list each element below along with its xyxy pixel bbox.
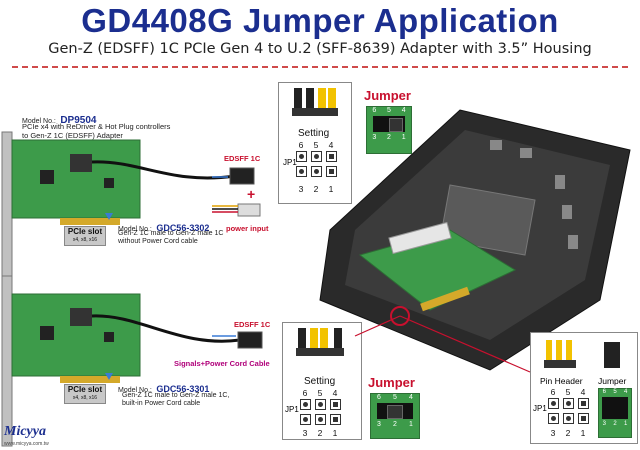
ph-pin-grid xyxy=(548,398,589,424)
top-pin-grid xyxy=(296,151,337,177)
housing-rail xyxy=(439,184,536,256)
bottom-jumper-title: Jumper xyxy=(368,375,415,390)
top-pin-4 xyxy=(326,151,337,162)
bottom-setting-title: Setting xyxy=(304,376,336,387)
bottom-pin-grid xyxy=(300,399,341,425)
top-jumper-title: Jumper xyxy=(364,88,411,103)
bottom-pin-3 xyxy=(300,414,311,425)
top-chip-2 xyxy=(104,178,114,188)
bottom-connector xyxy=(70,308,92,326)
ph-pin-2 xyxy=(563,413,574,424)
bottom-cable-model-line: Model No.: GDC56-3301 xyxy=(118,384,210,394)
top-cable-desc-2: without Power Cord cable xyxy=(118,238,198,245)
top-down-arrow xyxy=(105,213,113,220)
bottom-pin-row-bottom: 3 2 1 xyxy=(302,428,338,438)
bottom-chip-2 xyxy=(104,332,114,342)
top-gold-fingers xyxy=(60,218,120,225)
top-pin-5 xyxy=(311,151,322,162)
power-connector xyxy=(237,203,261,217)
housing-cutout-3 xyxy=(568,235,578,249)
bottom-jp-label: JP1 xyxy=(285,405,299,414)
bottom-chip-1 xyxy=(40,326,54,340)
top-pin-row-top: 6 5 4 xyxy=(298,140,334,150)
page-subtitle: Gen-Z (EDSFF) 1C PCIe Gen 4 to U.2 (SFF-… xyxy=(48,41,592,57)
bottom-pcb xyxy=(11,293,141,377)
bottom-slot-box: PCIe slot x4, x8, x16 xyxy=(64,384,106,404)
top-pin-2 xyxy=(311,166,322,177)
bottom-gold-fingers xyxy=(60,376,120,383)
top-cable-model-number: GDC56-3302 xyxy=(156,223,210,233)
ph-pin-row-top: 6 5 4 xyxy=(550,387,586,397)
pin-header-jumper-label: Jumper xyxy=(598,376,627,386)
ph-pin-row-bottom: 3 2 1 xyxy=(550,428,586,438)
bottom-edsff-label: EDSFF 1C xyxy=(234,320,271,329)
bottom-pin-6 xyxy=(300,399,311,410)
top-pin-1 xyxy=(326,166,337,177)
top-pin-3 xyxy=(296,166,307,177)
top-pin-6 xyxy=(296,151,307,162)
top-setting-title: Setting xyxy=(298,128,330,139)
bottom-pin-row-top: 6 5 4 xyxy=(302,388,338,398)
top-pcb xyxy=(11,139,141,219)
edsff-slot xyxy=(388,221,452,255)
top-slot-box: PCIe slot x4, x8, x16 xyxy=(64,226,106,246)
bottom-cable-model-number: GDC56-3301 xyxy=(156,384,210,394)
housing-cutout-2 xyxy=(562,205,572,219)
ph-pin-4 xyxy=(578,398,589,409)
power-input-label: power input xyxy=(226,224,269,233)
pin-header-icon xyxy=(544,340,620,368)
bottom-pin-4 xyxy=(330,399,341,410)
top-edsff-label: EDSFF 1C xyxy=(224,154,261,163)
adapter-cards-illustration xyxy=(1,131,263,447)
ph-pin-6 xyxy=(548,398,559,409)
top-model-desc-1: PCIe x4 with ReDriver & Hot Plug control… xyxy=(22,122,171,131)
bottom-cable-plug xyxy=(237,331,263,349)
top-jp-label: JP1 xyxy=(283,158,297,167)
pin-header-label: Pin Header xyxy=(540,376,583,386)
ph-jp-label: JP1 xyxy=(533,404,547,413)
bottom-pin-5 xyxy=(315,399,326,410)
top-model-line: Model No.: DP9504 xyxy=(22,115,97,126)
housing-cutout-1 xyxy=(555,175,565,189)
housing-cutout-5 xyxy=(520,148,532,158)
housing-illustration xyxy=(319,109,631,371)
brand-logo: Micyya xyxy=(4,424,46,439)
top-chip-1 xyxy=(40,170,54,184)
footer-url: www.micyya.com.tw xyxy=(4,441,49,447)
jp1-highlight-circle xyxy=(390,306,410,326)
plus-sign: + xyxy=(247,186,256,202)
top-connector xyxy=(70,154,92,172)
bottom-jumper-pins-icon xyxy=(296,328,344,356)
top-setting-callout xyxy=(278,82,352,204)
top-model-desc-2: to Gen-Z 1C (EDSFF) Adapter xyxy=(22,131,123,140)
bottom-cable xyxy=(91,314,241,343)
top-pin-row-bottom: 3 2 1 xyxy=(298,184,334,194)
top-cable-model-line: Model No.: GDC56-3302 xyxy=(118,223,210,233)
bottom-down-arrow xyxy=(105,373,113,380)
top-jumper-pins-icon xyxy=(292,88,338,116)
top-cable-plug xyxy=(229,167,255,185)
u2-connector xyxy=(420,286,470,312)
housing-cutout-4 xyxy=(490,140,502,150)
signals-power-label: Signals+Power Cord Cable xyxy=(174,359,270,368)
top-cable-desc-1: Gen-Z 1C male to Gen-Z male 1C xyxy=(118,230,224,237)
ph-pin-5 xyxy=(563,398,574,409)
bottom-pin-1 xyxy=(330,414,341,425)
bottom-cable-desc-2: built-in Power Cord cable xyxy=(122,400,201,407)
bottom-cable-desc-1: Gen-Z 1C male to Gen-Z male 1C, xyxy=(122,392,230,399)
ph-pin-3 xyxy=(548,413,559,424)
page-title: GD4408G Jumper Application xyxy=(81,2,559,39)
header-divider xyxy=(12,66,628,68)
bottom-pin-2 xyxy=(315,414,326,425)
top-model-number: DP9504 xyxy=(60,115,97,126)
ph-pin-1 xyxy=(578,413,589,424)
